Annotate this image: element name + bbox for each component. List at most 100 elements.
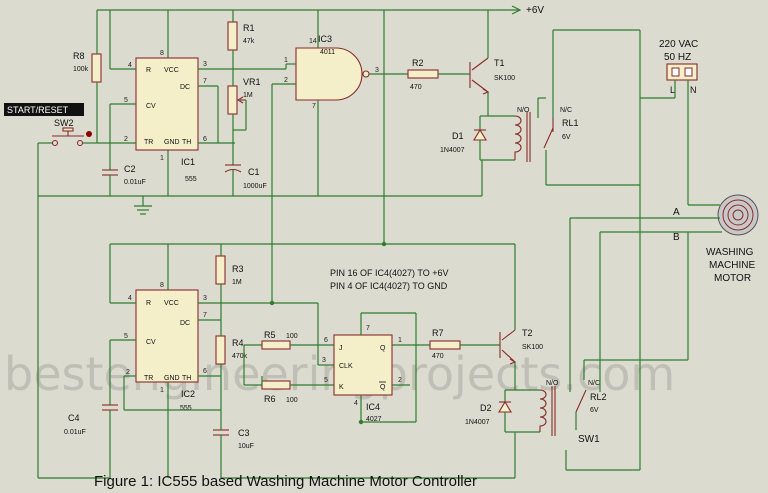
- ic2-pin-cv: CV: [146, 339, 156, 346]
- ic2-pin-th: TH: [182, 375, 191, 382]
- ic3-pin1: 1: [284, 57, 288, 64]
- r8-resistor: [91, 53, 102, 83]
- svg-text:1: 1: [160, 387, 164, 394]
- r2-resistor: [407, 69, 439, 79]
- ic3-pin3: 3: [375, 67, 379, 74]
- svg-text:1: 1: [160, 155, 164, 162]
- motor-icon: [717, 194, 759, 236]
- c1-value: 1000uF: [243, 183, 267, 190]
- svg-text:1: 1: [398, 337, 402, 344]
- rl1-label: RL1: [562, 118, 579, 128]
- vr1-potentiometer: [227, 85, 238, 115]
- svg-text:7: 7: [203, 312, 207, 319]
- ic4-label: IC4: [366, 402, 380, 412]
- svg-text:7: 7: [366, 325, 370, 332]
- d2-label: D2: [480, 403, 492, 413]
- svg-text:4: 4: [354, 400, 358, 407]
- ic1-pin-tr: TR: [144, 139, 153, 146]
- note-pin16: PIN 16 OF IC4(4027) TO +6V: [330, 268, 448, 278]
- d1-diode: [473, 128, 487, 141]
- start-reset-label[interactable]: START/RESET: [7, 105, 69, 115]
- rl2-coil: [539, 389, 547, 432]
- rl2-switch-arm: [575, 389, 587, 413]
- r6-resistor: [261, 380, 291, 390]
- ic1-pin-r: R: [146, 67, 151, 74]
- vr1-label: VR1: [243, 77, 261, 87]
- svg-text:7: 7: [203, 78, 207, 85]
- d2-part: 1N4007: [465, 419, 490, 426]
- svg-text:5: 5: [124, 97, 128, 104]
- r5-value: 100: [286, 333, 298, 340]
- r4-label: R4: [232, 338, 244, 348]
- ic3-pin2: 2: [284, 77, 288, 84]
- svg-text:8: 8: [160, 50, 164, 57]
- ic1-pin-th: TH: [182, 139, 191, 146]
- mains-label-2: 50 HZ: [664, 52, 691, 63]
- ic4-chip: [333, 334, 393, 396]
- ic3-part: 4011: [320, 49, 335, 56]
- svg-text:4: 4: [128, 62, 132, 69]
- t1-transistor: [469, 57, 490, 95]
- svg-text:6: 6: [324, 337, 328, 344]
- r1-value: 47k: [243, 38, 255, 45]
- t2-label: T2: [522, 328, 533, 338]
- ic4-part: 4027: [366, 416, 382, 423]
- r4-value: 470k: [232, 353, 248, 360]
- t1-label: T1: [494, 58, 505, 68]
- supply-arrow-icon: [511, 5, 522, 15]
- d2-diode: [498, 400, 512, 413]
- svg-text:3: 3: [203, 295, 207, 302]
- d1-label: D1: [452, 131, 464, 141]
- r8-label: R8: [73, 51, 85, 61]
- t2-transistor: [499, 329, 517, 365]
- r3-label: R3: [232, 264, 244, 274]
- rl2-nc: N/C: [588, 380, 600, 387]
- ic1-pin-dc: DC: [180, 84, 190, 91]
- svg-text:5: 5: [324, 377, 328, 384]
- ic4-pin-j: J: [339, 345, 343, 352]
- figure-caption: Figure 1: IC555 based Washing Machine Mo…: [94, 473, 477, 490]
- sw2-indicator-icon: [86, 131, 92, 137]
- c2-label: C2: [124, 164, 136, 174]
- ic2-pin-gnd: GND: [164, 375, 180, 382]
- sw2-label: SW2: [54, 118, 74, 128]
- motor-terminal-b: B: [673, 232, 680, 243]
- r4-resistor: [215, 335, 226, 365]
- start-reset-bg: [4, 103, 84, 116]
- ic3-nand-gate: [295, 47, 363, 101]
- ic1-pin-cv: CV: [146, 103, 156, 110]
- ic1-part: 555: [185, 176, 197, 183]
- r6-label: R6: [264, 394, 276, 404]
- c2-value: 0.01uF: [124, 179, 146, 186]
- c3-value: 10uF: [238, 443, 254, 450]
- svg-text:6: 6: [203, 368, 207, 375]
- ic3-label: IC3: [318, 34, 332, 44]
- ic2-pin-vcc: VCC: [164, 300, 179, 307]
- r5-label: R5: [264, 330, 276, 340]
- ic2-pin-tr: TR: [144, 375, 153, 382]
- rl2-no: N/O: [546, 380, 559, 387]
- ic4-pin-qbar: Q: [380, 384, 386, 391]
- ic1-label: IC1: [181, 157, 195, 167]
- t2-part: SK100: [522, 344, 543, 351]
- sw2-pushbutton[interactable]: [51, 127, 84, 147]
- r6-value: 100: [286, 397, 298, 404]
- c1-label: C1: [248, 167, 260, 177]
- note-pin4: PIN 4 OF IC4(4027) TO GND: [330, 281, 448, 291]
- rl1-nc: N/C: [560, 107, 572, 114]
- mains-l: L: [670, 85, 675, 95]
- ic1-pin-gnd: GND: [164, 139, 180, 146]
- motor-label-3: MOTOR: [714, 273, 751, 284]
- c3-label: C3: [238, 428, 250, 438]
- svg-text:8: 8: [160, 282, 164, 289]
- svg-text:2: 2: [124, 136, 128, 143]
- supply-label: +6V: [526, 5, 544, 16]
- mains-label-1: 220 VAC: [659, 39, 698, 50]
- svg-text:2: 2: [398, 377, 402, 384]
- r1-label: R1: [243, 23, 255, 33]
- ic4-pin-q: Q: [380, 345, 386, 352]
- r2-label: R2: [412, 58, 424, 68]
- motor-terminal-a: A: [673, 207, 680, 218]
